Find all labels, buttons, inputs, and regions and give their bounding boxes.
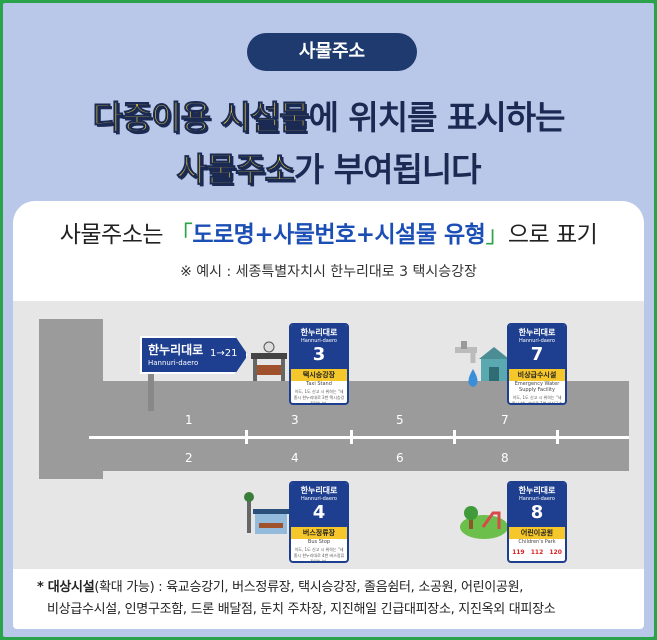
footnote-label: * 대상시설 [37, 580, 95, 595]
park-icon [460, 506, 508, 539]
plate-number: 8 [530, 502, 544, 523]
card-title-prefix: 사물주소는 [59, 222, 170, 248]
road-tick [350, 430, 353, 444]
address-number: 6 [396, 451, 404, 465]
footnote-text: (확대 가능) : 육교승강기, 버스정류장, 택시승강장, 졸음쉼터, 소공원… [94, 580, 524, 595]
plate-desc: 이도, 1도 신고 시 위하는 "세종시 한누리대로 7번 비상급수시설"입니다… [511, 395, 563, 405]
plate-desc: 이도, 1도 신고 시 위하는 "세종시 한누리대로 3번 택시승강장"입니다. [293, 389, 345, 405]
plate-type: 택시승강장 [291, 369, 347, 381]
target-facilities-note: * 대상시설(확대 가능) : 육교승강기, 버스정류장, 택시승강장, 졸음쉼… [37, 577, 637, 621]
headline-text-1: 에 위치를 표시하는 [308, 98, 566, 137]
road-sign-name: 한누리대로 [148, 343, 204, 357]
plate-road-name: 한누리대로 [518, 328, 556, 337]
plate-road-name-en: Hannuri-daero [519, 496, 555, 502]
plate-type-en: Bus Stop [307, 539, 331, 545]
headline-highlight-2: 사물주소 [176, 150, 295, 190]
road-tick [556, 430, 559, 444]
road-tick [453, 430, 456, 444]
address-number: 1 [185, 413, 193, 427]
plate-type: 버스정류장 [291, 527, 347, 539]
footnote-text-line2: 비상급수시설, 인명구조함, 드론 배달점, 둔치 주차장, 지진해일 긴급대피… [47, 602, 556, 617]
road-sign-name-en: Hannuri-daero [148, 359, 199, 367]
plate-road-name: 한누리대로 [300, 328, 338, 337]
address-plate-3: 한누리대로 Hannuri-daero 3 택시승강장 Taxi Stand 이… [289, 323, 349, 405]
bus-stop-icon [244, 492, 289, 534]
card-title-format: 도로명+사물번호+시설물 유형 [192, 222, 486, 248]
emergency-numbers: 119 112 120 [509, 545, 565, 556]
headline-line2: 사물주소가 부여됩니다 [3, 143, 654, 191]
title-badge: 사물주소 [247, 33, 417, 71]
info-card: 사물주소는 「도로명+사물번호+시설물 유형」으로 표기 ※ 예시 : 세종특별… [13, 201, 644, 629]
card-title-suffix: 으로 표기 [507, 222, 598, 248]
plate-number: 3 [312, 344, 326, 365]
address-number: 3 [291, 413, 299, 427]
address-plate-7: 한누리대로 Hannuri-daero 7 비상급수시설 Emergency W… [507, 323, 567, 405]
address-number: 4 [291, 451, 299, 465]
taxi-stand-icon [251, 341, 287, 381]
plate-type: 비상급수시설 [509, 369, 565, 381]
headline-text-2: 가 부여됩니다 [293, 150, 482, 189]
road-sign-range: 1→21 [210, 348, 238, 359]
address-number: 8 [501, 451, 509, 465]
plate-road-name-en: Hannuri-daero [301, 338, 337, 344]
poster-frame: 사물주소 다중이용 시설물에 위치를 표시하는 사물주소가 부여됩니다 사물주소… [3, 3, 654, 637]
plate-road-name-en: Hannuri-daero [519, 338, 555, 344]
plate-type-en: Taxi Stand [306, 381, 332, 387]
sign-pole [148, 373, 154, 411]
address-plate-4: 한누리대로 Hannuri-daero 4 버스정류장 Bus Stop 이도,… [289, 481, 349, 563]
address-plate-8: 한누리대로 Hannuri-daero 8 어린이공원 Children's P… [507, 481, 567, 563]
emergency-number: 119 [512, 549, 525, 556]
emergency-number: 120 [549, 549, 562, 556]
road-tick [245, 430, 248, 444]
road-center-line [89, 436, 629, 439]
address-number: 7 [501, 413, 509, 427]
water-supply-icon [455, 341, 509, 387]
address-number: 2 [185, 451, 193, 465]
headline-line1: 다중이용 시설물에 위치를 표시하는 [3, 91, 654, 139]
plate-type: 어린이공원 [509, 527, 565, 539]
emergency-number: 112 [530, 549, 544, 556]
plate-type-en: Children's Park [518, 539, 556, 545]
address-number: 5 [396, 413, 404, 427]
plate-road-name: 한누리대로 [300, 486, 338, 495]
headline-highlight-1: 다중이용 시설물 [92, 98, 310, 138]
card-title: 사물주소는 「도로명+사물번호+시설물 유형」으로 표기 [13, 215, 644, 249]
plate-number: 4 [312, 502, 326, 523]
plate-desc: 이도, 1도 신고 시 위하는 "세종시 한누리대로 4번 버스정류장"입니다. [293, 547, 345, 563]
road-name-sign: 한누리대로 Hannuri-daero 1→21 [140, 336, 248, 374]
plate-road-name: 한누리대로 [518, 486, 556, 495]
bracket-close: 」 [485, 222, 508, 248]
plate-type-en: Emergency Water Supply Facility [514, 381, 560, 393]
bracket-open: 「 [169, 222, 193, 248]
example-text: ※ 예시 : 세종특별자치시 한누리대로 3 택시승강장 [180, 264, 477, 280]
plate-number: 7 [530, 344, 544, 365]
plate-road-name-en: Hannuri-daero [301, 496, 337, 502]
